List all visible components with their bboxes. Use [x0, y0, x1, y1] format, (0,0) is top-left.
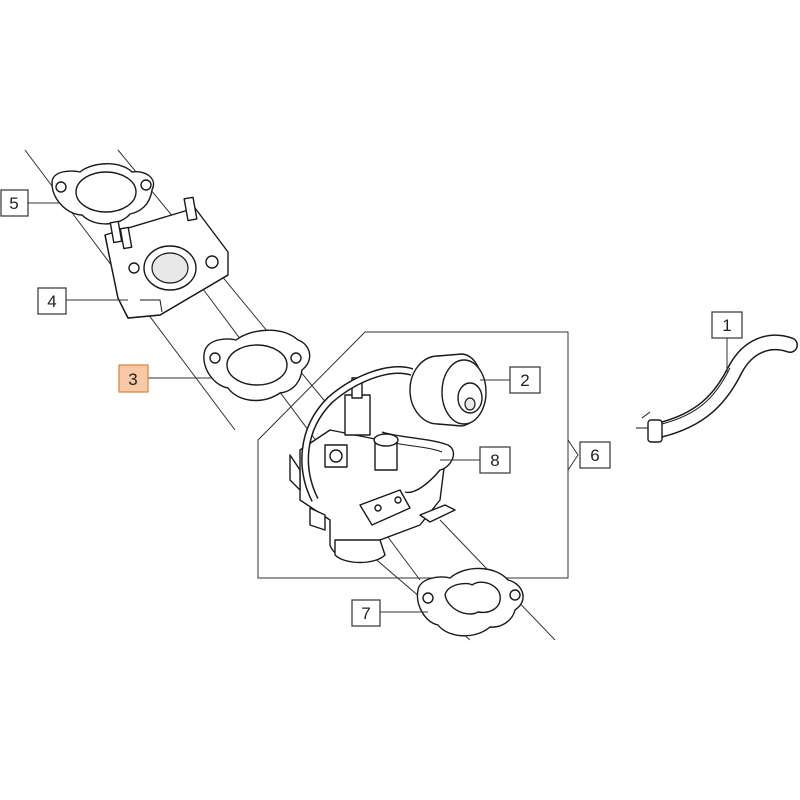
callout-label-1: 1: [722, 316, 731, 335]
callout-5[interactable]: 5: [0, 189, 29, 217]
callout-label-5: 5: [9, 194, 18, 213]
hose-clamp-icon: [636, 411, 663, 443]
callout-6[interactable]: 6: [579, 441, 611, 469]
callout-4[interactable]: 4: [37, 287, 67, 315]
gasket-middle-icon: [203, 329, 311, 402]
fuel-hose-icon: [652, 334, 798, 438]
callout-label-6: 6: [590, 446, 599, 465]
gasket-top-icon: [51, 163, 155, 225]
air-filter-element-icon: [409, 353, 487, 427]
carburetor-assembly-outline: [257, 331, 569, 579]
callout-label-4: 4: [47, 292, 56, 311]
insulator-block-icon: [104, 196, 229, 319]
callout-label-7: 7: [361, 604, 370, 623]
callout-2[interactable]: 2: [509, 366, 541, 394]
gasket-bottom-icon: [416, 567, 524, 637]
bracket-6: [567, 439, 579, 471]
callout-label-2: 2: [520, 371, 529, 390]
leader-lines: [28, 202, 728, 613]
callout-1[interactable]: 1: [711, 311, 743, 339]
carburetor-icon: [289, 366, 456, 564]
callout-8[interactable]: 8: [479, 446, 511, 474]
callout-3[interactable]: 3: [118, 364, 149, 393]
callout-label-3: 3: [128, 370, 137, 389]
callout-7[interactable]: 7: [351, 599, 381, 627]
callout-label-8: 8: [490, 451, 499, 470]
